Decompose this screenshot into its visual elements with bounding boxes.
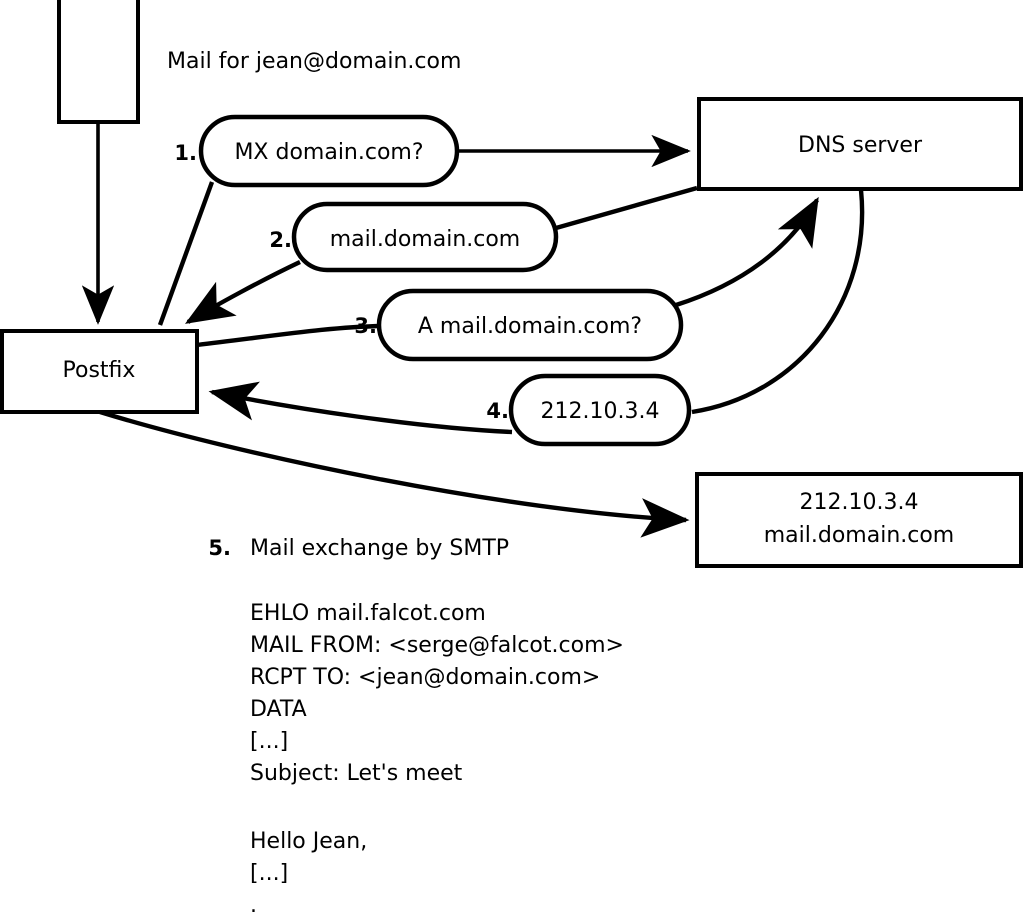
smtp-line-3: DATA (250, 697, 307, 722)
edge-step2-to-postfix (184, 260, 301, 324)
bubble-step3 (376, 288, 684, 362)
node-postfix (0, 329, 199, 414)
smtp-line-1: MAIL FROM: <serge@falcot.com> (250, 633, 624, 658)
edge-step2-dns-to-bubble (555, 185, 698, 231)
node-postfix-label: Postfix (63, 358, 136, 383)
edge-step5-smtp (99, 409, 690, 538)
edge-step3-postfix-to-bubble (196, 323, 383, 348)
diagram-title: Mail for jean@domain.com (167, 49, 461, 74)
edge-step4-to-postfix (208, 381, 513, 435)
step-number-1: 1. (174, 141, 197, 165)
smtp-line-8: [...] (250, 861, 288, 886)
bubble-step3-label: A mail.domain.com? (418, 314, 642, 339)
edge-step1-tail (157, 181, 215, 326)
smtp-line-0: EHLO mail.falcot.com (250, 601, 486, 626)
node-mail-server-host: mail.domain.com (764, 523, 955, 548)
smtp-transcript: EHLO mail.falcot.com MAIL FROM: <serge@f… (250, 601, 624, 918)
bubble-step1 (198, 114, 460, 188)
step-number-3: 3. (354, 314, 377, 338)
bubble-step4-label: 212.10.3.4 (541, 399, 660, 424)
edge-step3-a-query (675, 196, 819, 308)
bubble-step1-label: MX domain.com? (234, 140, 423, 165)
smtp-line-9: . (250, 893, 257, 918)
smtp-line-4: [...] (250, 729, 288, 754)
edge-step4-dns-to-bubble (691, 189, 865, 415)
node-dns-server-label: DNS server (798, 133, 923, 158)
step-number-5: 5. (208, 536, 231, 560)
node-mail-server (695, 472, 1023, 568)
bubble-step4 (508, 373, 692, 447)
smtp-line-5: Subject: Let's meet (250, 761, 463, 786)
smtp-line-2: RCPT TO: <jean@domain.com> (250, 665, 600, 690)
step5-caption: Mail exchange by SMTP (250, 536, 509, 561)
bubble-step2-label: mail.domain.com (330, 227, 521, 252)
step-number-4: 4. (486, 399, 509, 423)
node-mail-server-ip: 212.10.3.4 (800, 490, 919, 515)
node-dns-server (697, 97, 1023, 191)
bubble-step2 (291, 201, 559, 273)
step-number-2: 2. (269, 228, 292, 252)
smtp-line-7: Hello Jean, (250, 829, 367, 854)
node-sender-client (57, 0, 140, 124)
